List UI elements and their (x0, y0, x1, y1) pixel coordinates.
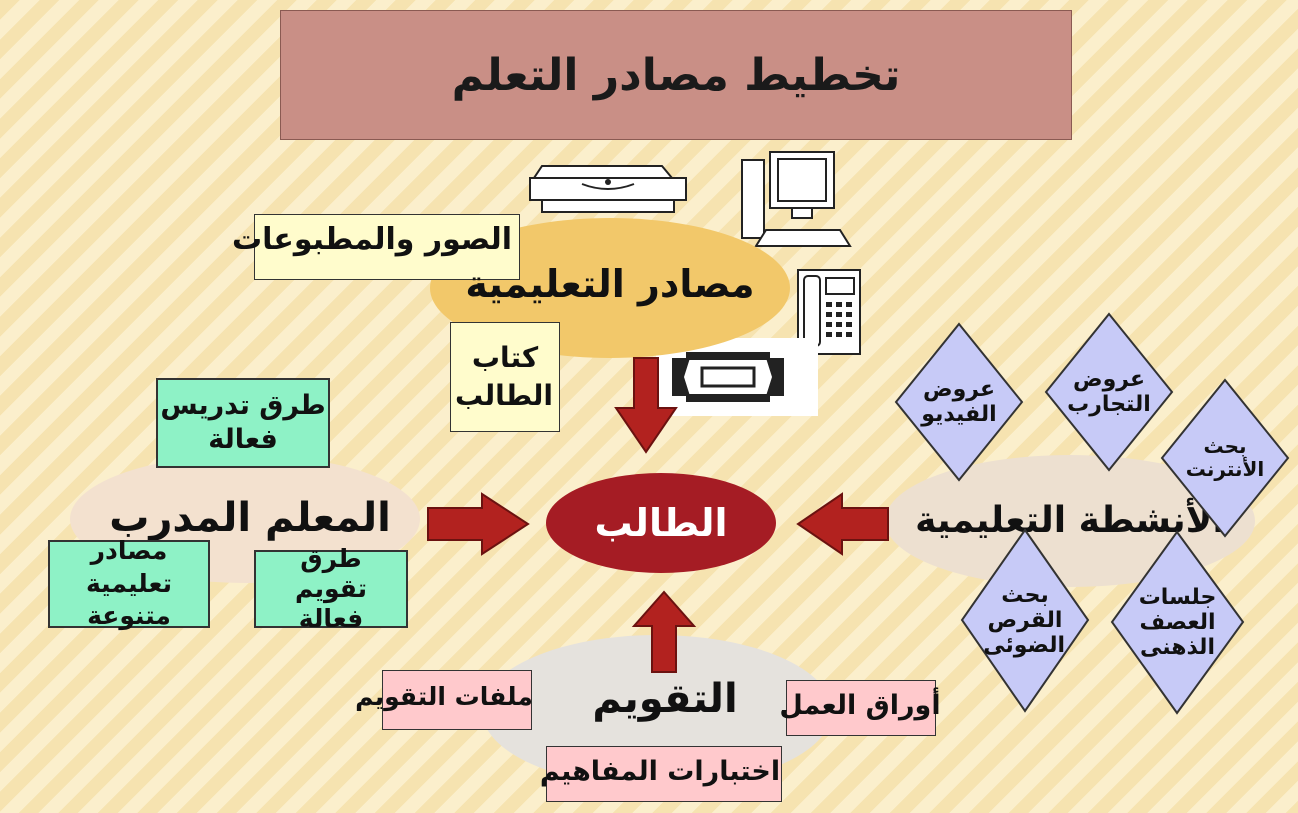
diagram-title: تخطيط مصادر التعلم (451, 49, 901, 101)
book-label: كتاب الطالب (454, 341, 553, 412)
assessment-box: طرق تقويم فعالة (254, 544, 408, 633)
experiments-diamond: عروض التجارب (1044, 312, 1174, 472)
images-box (254, 214, 520, 280)
telephone-icon (797, 269, 861, 355)
tests-box (546, 746, 782, 802)
sources-label: مصادر التعليمية (465, 262, 755, 306)
methods-label: طرق تدريس فعالة (160, 390, 326, 455)
arrow-from-activities (796, 492, 889, 556)
activities-label: الأنشطة التعليمية (915, 500, 1225, 541)
methods-box: طرق تدريس فعالة (156, 378, 330, 468)
center-label: الطالب (594, 501, 728, 545)
files-box (382, 670, 532, 730)
internet-diamond: بحث الأنترنت (1160, 378, 1290, 538)
arrow-from-evaluation (631, 590, 697, 673)
assessment-label: طرق تقويم فعالة (294, 544, 368, 633)
brainstorm-label: جلسات العصف الذهنى (1138, 584, 1217, 661)
resources-box: مصادر تعليمية متنوعة (48, 536, 210, 630)
internet-label: بحث الأنترنت (1185, 434, 1265, 481)
experiments-label: عروض التجارب (1067, 366, 1151, 417)
videotape-icon (670, 348, 786, 406)
title-banner: تخطيط مصادر التعلم (280, 10, 1072, 140)
tests-label: اختبارات المفاهيم (539, 756, 781, 787)
video-diamond: عروض الفيديو (894, 322, 1024, 482)
video-label: عروض الفيديو (921, 376, 997, 427)
evaluation-label: التقويم (592, 676, 738, 722)
center-node: الطالب (546, 473, 776, 573)
arrow-from-teacher (427, 492, 530, 556)
computer-icon (741, 151, 852, 247)
arrow-from-sources (614, 357, 678, 454)
images-label: الصور والمطبوعات (231, 222, 513, 257)
resources-label: مصادر تعليمية متنوعة (85, 536, 173, 631)
cd-diamond: بحث القرص الضوئى (960, 528, 1090, 713)
teacher-label: المعلم المدرب (109, 495, 391, 541)
book-box: كتاب الطالب (450, 322, 560, 432)
files-label: ملفات التقويم (355, 682, 533, 711)
printer-icon (529, 165, 687, 213)
brainstorm-diamond: جلسات العصف الذهنى (1110, 530, 1245, 715)
worksheets-label: أوراق العمل (779, 690, 941, 721)
cd-label: بحث القرص الضوئى (983, 582, 1065, 659)
worksheets-box (786, 680, 936, 736)
